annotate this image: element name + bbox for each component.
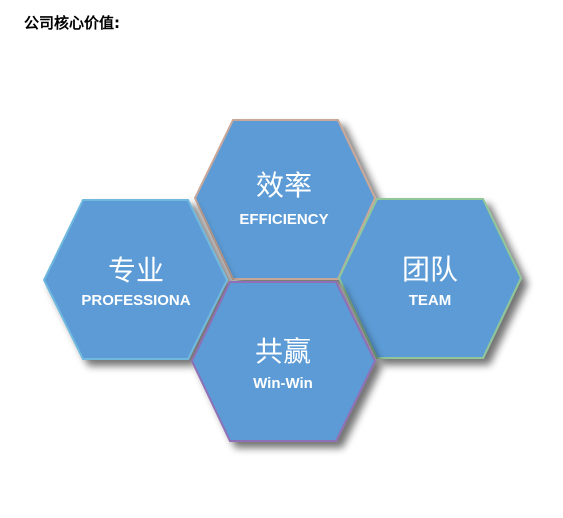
value-title-win-win: 共赢 [255, 335, 311, 368]
hexagon-efficiency: 效率 EFFICIENCY [193, 119, 377, 280]
value-subtitle-team: TEAM [409, 292, 452, 309]
value-subtitle-professional: PROFESSIONA [81, 292, 190, 309]
hexagon-team: 团队 TEAM [337, 198, 523, 359]
hexagon-team-shape [337, 198, 523, 359]
value-title-professional: 专业 [108, 254, 164, 287]
value-subtitle-win-win: Win-Win [253, 375, 313, 392]
hexagon-win-win: 共赢 Win-Win [190, 281, 377, 442]
value-subtitle-efficiency: EFFICIENCY [239, 211, 328, 228]
hexagon-professional: 专业 PROFESSIONA [42, 199, 229, 360]
hexagon-efficiency-shape [193, 119, 377, 280]
hexagon-win-win-shape [190, 281, 377, 442]
value-title-efficiency: 效率 [256, 169, 312, 202]
value-title-team: 团队 [402, 253, 458, 286]
hexagon-professional-shape [42, 199, 229, 360]
page-title: 公司核心价值: [24, 14, 120, 32]
